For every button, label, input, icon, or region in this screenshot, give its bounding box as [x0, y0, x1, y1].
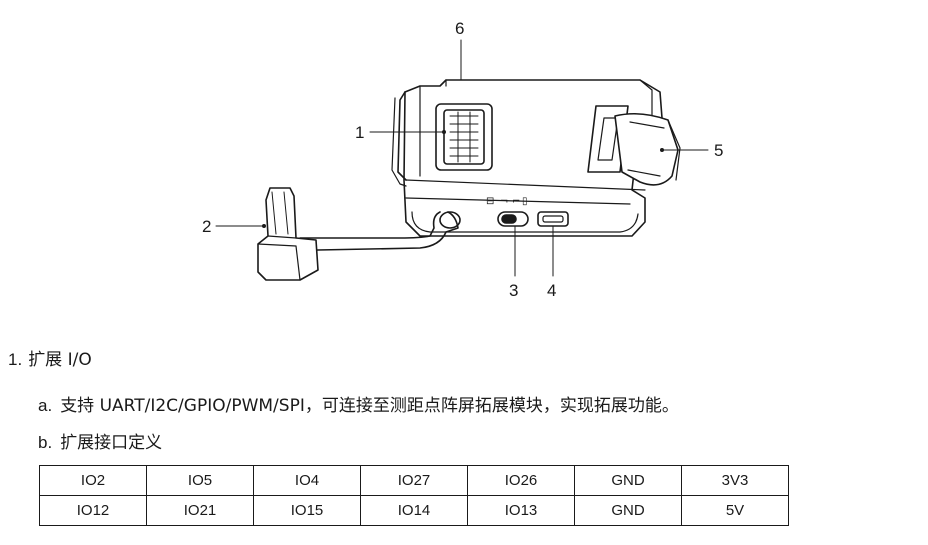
list-item-text: 扩展接口定义 — [60, 433, 163, 453]
leader-lines — [215, 39, 709, 277]
port-mark-icon: ⊟ — [486, 196, 494, 207]
table-cell: IO4 — [253, 465, 361, 496]
table-cell: IO14 — [360, 495, 468, 526]
callout-1: 1 — [355, 123, 364, 142]
table-cell: GND — [574, 465, 682, 496]
list-item-text: 支持 UART/I2C/GPIO/PWM/SPI，可连接至测距点阵屏拓展模块，实… — [60, 396, 679, 416]
port-mark-icon: ⌐ — [512, 196, 520, 207]
table-row: IO2 IO5 IO4 IO27 IO26 GND 3V3 — [39, 465, 789, 496]
table-cell: IO12 — [39, 495, 147, 526]
list-item-letter: b. — [38, 433, 53, 452]
callout-4: 4 — [547, 281, 556, 300]
port-mark-icon: ¬ — [500, 196, 508, 207]
table-cell: 3V3 — [681, 465, 789, 496]
list-item: b. 扩展接口定义 — [38, 428, 162, 453]
table-cell: IO15 — [253, 495, 361, 526]
device-illustration: ⊟ ¬ ⌐ ▯ 1 2 3 4 5 6 — [202, 19, 723, 300]
callout-6: 6 — [455, 19, 464, 38]
list-item-letter: a. — [38, 396, 53, 415]
table-row: IO12 IO21 IO15 IO14 IO13 GND 5V — [39, 495, 789, 526]
callout-5: 5 — [714, 141, 723, 160]
table-cell: IO21 — [146, 495, 254, 526]
mode-switch — [497, 211, 529, 227]
mount-clip — [587, 105, 681, 186]
callout-2: 2 — [202, 217, 211, 236]
expansion-io-header — [435, 103, 493, 171]
table-cell: IO13 — [467, 495, 575, 526]
pin-definition-table: IO2 IO5 IO4 IO27 IO26 GND 3V3 IO12 IO21 … — [39, 465, 789, 526]
table-cell: GND — [574, 495, 682, 526]
table-cell: IO27 — [360, 465, 468, 496]
section-title: 扩展 I/O — [28, 350, 92, 370]
table-cell: IO26 — [467, 465, 575, 496]
port-mark-icon: ▯ — [522, 196, 528, 207]
table-cell: IO5 — [146, 465, 254, 496]
list-item: a. 支持 UART/I2C/GPIO/PWM/SPI，可连接至测距点阵屏拓展模块… — [38, 391, 679, 416]
cable-plug — [257, 187, 319, 281]
table-cell: 5V — [681, 495, 789, 526]
section-number: 1. — [8, 350, 23, 369]
callout-3: 3 — [509, 281, 518, 300]
cable — [299, 211, 461, 253]
section-heading: 1. 扩展 I/O — [8, 345, 92, 370]
table-cell: IO2 — [39, 465, 147, 496]
